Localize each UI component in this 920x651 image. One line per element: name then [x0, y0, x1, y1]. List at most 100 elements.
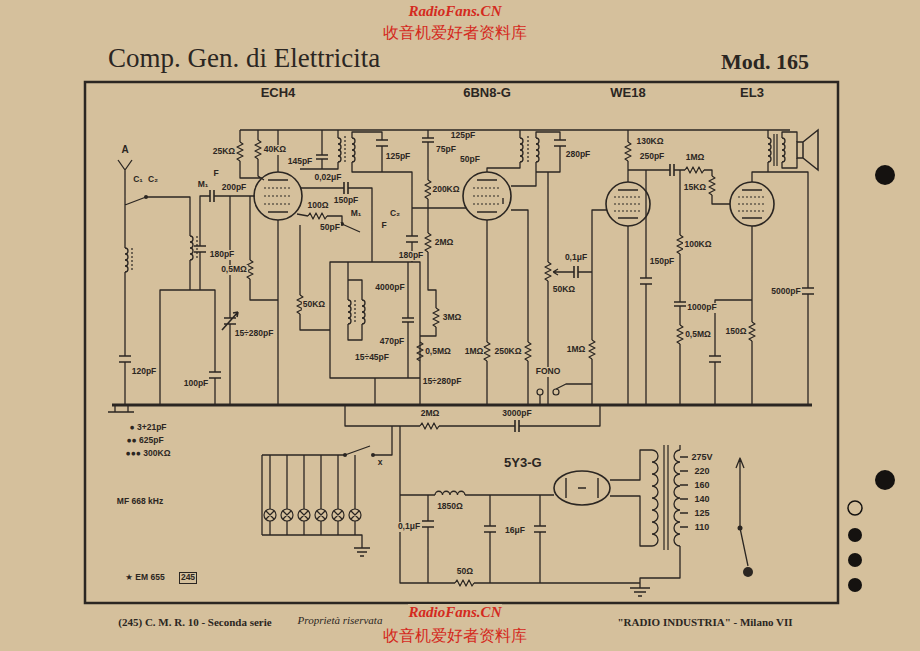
component-value: 15÷45pF: [354, 353, 390, 363]
component-value: 280pF: [565, 150, 592, 160]
component-value: 200pF: [221, 183, 248, 193]
tube-envelope: [254, 172, 302, 220]
tube-envelope: [730, 182, 774, 226]
component-value: 2MΩ: [434, 238, 455, 248]
component-value: ★ EM 655: [124, 573, 165, 583]
component-value: 145pF: [287, 157, 314, 167]
junction-dots: [144, 195, 753, 577]
component-value: 120pF: [131, 367, 158, 377]
component-value: 50KΩ: [552, 285, 576, 295]
component-value: ●● 625pF: [125, 436, 164, 446]
component-value: 5000pF: [770, 287, 801, 297]
voltage-tap: 125: [693, 508, 710, 518]
component-value: FONO: [535, 367, 562, 377]
watermark: RadioFans.CN: [408, 604, 503, 621]
switch-contact-label: C₁: [132, 175, 144, 185]
switch-contact-label: M₁: [350, 209, 363, 219]
jack-socket: [537, 389, 543, 395]
component-value: 75pF: [435, 145, 457, 155]
component-value: 0,5MΩ: [684, 330, 712, 340]
lamp-filaments: [266, 511, 359, 519]
tube-envelope: [554, 471, 610, 505]
junction-dot: [371, 453, 375, 457]
component-value: 180pF: [398, 251, 425, 261]
component-value: 100pF: [183, 379, 210, 389]
ground-bus: [112, 404, 812, 407]
binder-holes: [848, 165, 895, 592]
pilot-lamps: [264, 509, 361, 521]
tube-envelope: [606, 182, 650, 226]
component-value: ●●● 300KΩ: [125, 449, 172, 459]
component-value: 50pF: [319, 223, 341, 233]
model-number: Mod. 165: [720, 49, 810, 74]
switch-contact-label: C₂: [147, 175, 159, 185]
iron-cores: [664, 134, 777, 550]
component-value: 3MΩ: [442, 313, 463, 323]
footer-text: "RADIO INDUSTRIA" - Milano VII: [616, 616, 793, 629]
sheet-frame: [85, 82, 838, 603]
wires: [108, 130, 808, 596]
tube-electrodes: [268, 180, 762, 498]
junction-dot: [144, 195, 148, 199]
component-value: ● 3+21pF: [128, 423, 167, 433]
loudspeaker: [797, 130, 818, 170]
tube-envelope: [463, 172, 511, 220]
component-value: 130KΩ: [635, 137, 664, 147]
component-value: 0,02μF: [314, 173, 343, 183]
tube-envelope-layer: [250, 86, 306, 224]
component-value: 250KΩ: [493, 347, 522, 357]
sheet-title: Comp. Gen. di Elettricita: [108, 45, 380, 72]
voltage-tap: 140: [693, 494, 710, 504]
component-value: 16μF: [504, 526, 526, 536]
component-value: 1MΩ: [464, 347, 485, 357]
component-value: 125pF: [385, 152, 412, 162]
tube-node: EL3: [724, 86, 780, 228]
component-value: 150Ω: [725, 327, 748, 337]
mains-plug: [743, 567, 753, 577]
component-value: 1850Ω: [436, 502, 464, 512]
component-value: x: [377, 458, 384, 468]
component-value: 50Ω: [456, 567, 474, 577]
component-value: 0,1μF: [564, 253, 588, 263]
ferrite-cores: [132, 136, 528, 324]
component-value: 180pF: [209, 250, 236, 260]
component-value: 50pF: [459, 155, 481, 165]
tube-type: 6BN8-G: [461, 86, 513, 101]
switch-contact-label: F: [212, 169, 219, 179]
junction-dot: [343, 453, 347, 457]
footer-text: Proprietà riservata: [297, 614, 384, 627]
binder-hole: [848, 528, 862, 542]
footer-text: (245) C. M. R. 10 - Seconda serie: [117, 616, 272, 629]
resistors: [237, 140, 755, 586]
watermark: 收音机爱好者资料库: [382, 24, 528, 42]
tube-envelope-layer: [724, 86, 780, 228]
fono-jack: [537, 389, 559, 395]
component-value: 150pF: [649, 257, 676, 267]
binder-hole: [875, 470, 895, 490]
binder-hole: [848, 553, 862, 567]
component-value: 100KΩ: [683, 240, 712, 250]
component-value: 125pF: [450, 131, 477, 141]
switch-contact-label: F: [380, 221, 387, 231]
component-value: 200KΩ: [431, 185, 460, 195]
tube-type: ECH4: [259, 86, 298, 101]
component-value: 40KΩ: [263, 145, 287, 155]
capacitors: [119, 138, 814, 532]
component-value: 0,1μF: [397, 522, 421, 532]
binder-hole: [875, 165, 895, 185]
binder-hole: [848, 578, 862, 592]
component-value: 1MΩ: [566, 345, 587, 355]
voltage-tap: 110: [694, 522, 711, 532]
jack-socket: [553, 389, 559, 395]
component-value: 1000pF: [686, 303, 717, 313]
component-value: 25KΩ: [212, 147, 236, 157]
component-value: 100Ω: [307, 201, 330, 211]
tube-type: EL3: [738, 86, 766, 101]
component-value: 4000pF: [374, 283, 405, 293]
component-value: MF 668 kHz: [116, 497, 164, 507]
tube-node: 5Y3-G: [500, 456, 612, 512]
tube-node: ECH4: [250, 86, 306, 224]
switch-contact-label: M₁: [197, 180, 210, 190]
